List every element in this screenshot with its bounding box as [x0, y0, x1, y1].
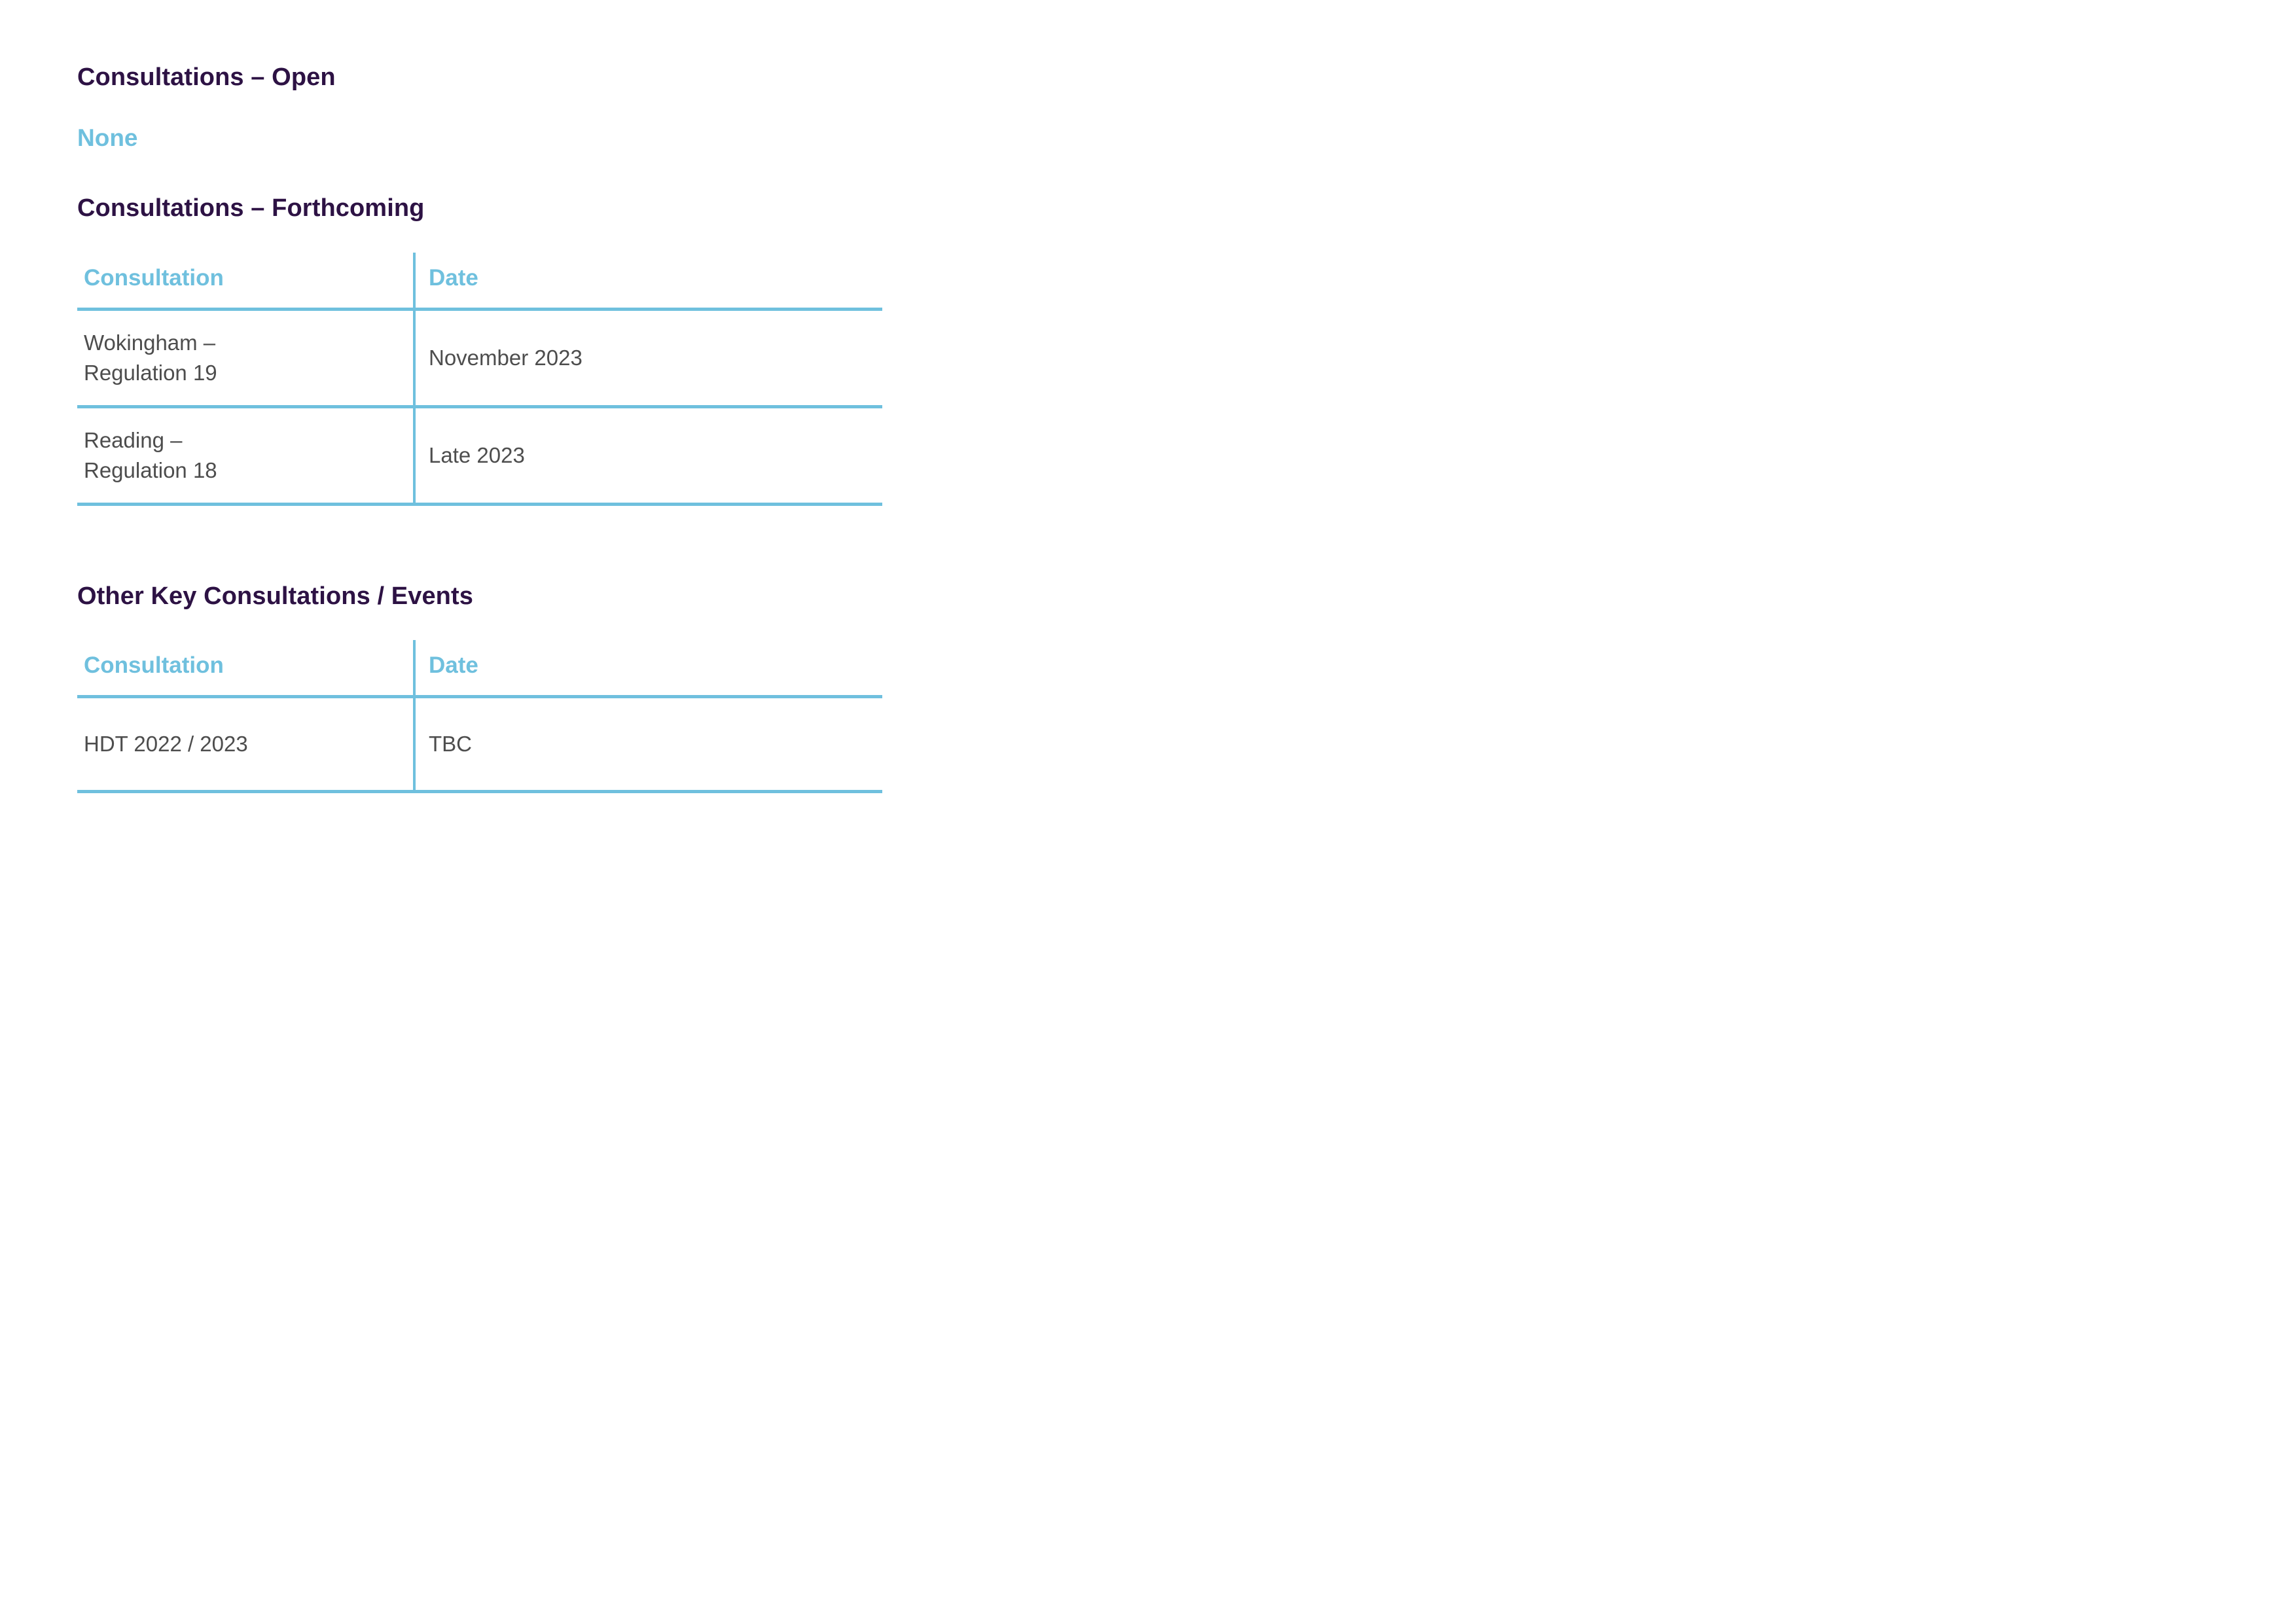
column-header-consultation: Consultation — [77, 640, 414, 699]
spacer — [77, 611, 1648, 640]
table-header: Consultation Date — [77, 252, 882, 311]
cell-date: TBC — [413, 696, 882, 794]
column-header-consultation: Consultation — [77, 252, 414, 311]
table-body: HDT 2022 / 2023 TBC — [77, 696, 882, 794]
forthcoming-consultations-table: Consultation Date Wokingham – Regulation… — [77, 252, 882, 506]
table-header-row: Consultation Date — [77, 252, 882, 311]
heading-consultations-forthcoming: Consultations – Forthcoming — [77, 194, 425, 222]
cell-date: November 2023 — [413, 309, 882, 408]
cell-consultation-line1: Wokingham – — [84, 330, 216, 355]
cell-date: Late 2023 — [413, 406, 882, 506]
content-column: Consultations – Open None Consultations … — [77, 63, 1648, 794]
other-key-consultations-table: Consultation Date HDT 2022 / 2023 TBC — [77, 640, 882, 794]
heading-consultations-open: Consultations – Open — [77, 63, 336, 91]
consultations-open-empty-label: None — [77, 124, 138, 151]
cell-consultation: Reading – Regulation 18 — [77, 406, 414, 506]
cell-consultation: Wokingham – Regulation 19 — [77, 309, 414, 408]
cell-consultation-line2: Regulation 19 — [84, 360, 217, 385]
cell-consultation-line1: Reading – — [84, 428, 183, 453]
table-row: HDT 2022 / 2023 TBC — [77, 696, 882, 794]
column-header-date: Date — [413, 252, 882, 311]
heading-other-key-consultations: Other Key Consultations / Events — [77, 582, 473, 610]
table-row: Reading – Regulation 18 Late 2023 — [77, 406, 882, 506]
spacer — [77, 224, 1648, 253]
table-body: Wokingham – Regulation 19 November 2023 … — [77, 309, 882, 506]
spacer — [77, 506, 1648, 582]
column-header-date: Date — [413, 640, 882, 699]
spacer — [77, 93, 1648, 124]
table-header: Consultation Date — [77, 640, 882, 699]
table-header-row: Consultation Date — [77, 640, 882, 699]
cell-consultation: HDT 2022 / 2023 — [77, 696, 414, 794]
spacer — [77, 152, 1648, 194]
table-row: Wokingham – Regulation 19 November 2023 — [77, 309, 882, 408]
cell-consultation-line2: Regulation 18 — [84, 457, 217, 482]
